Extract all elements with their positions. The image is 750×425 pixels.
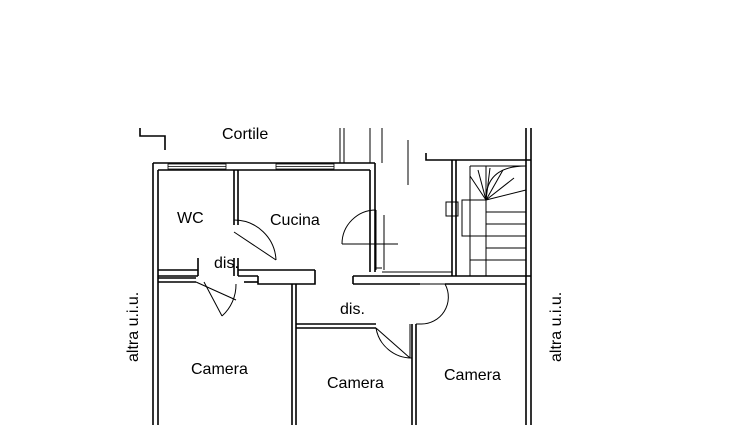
label-cortile: Cortile	[222, 126, 268, 143]
wc-walls	[158, 170, 239, 277]
bedroom-walls	[291, 284, 417, 425]
label-altra-right: altra u.i.u.	[548, 292, 565, 362]
label-camera-middle: Camera	[327, 375, 384, 392]
stairwell	[375, 153, 531, 276]
label-wc: WC	[177, 210, 204, 227]
label-altra-left: altra u.i.u.	[125, 292, 142, 362]
corridor-walls	[158, 275, 531, 285]
label-cucina: Cucina	[270, 212, 320, 229]
windows	[167, 163, 335, 170]
courtyard-walls	[339, 128, 409, 185]
kitchen-walls	[238, 163, 376, 285]
doors	[195, 209, 449, 359]
label-camera-left: Camera	[191, 361, 248, 378]
label-dis-center: dis.	[340, 301, 365, 318]
label-dis-small: dis.	[214, 255, 239, 272]
label-camera-right: Camera	[444, 367, 501, 384]
